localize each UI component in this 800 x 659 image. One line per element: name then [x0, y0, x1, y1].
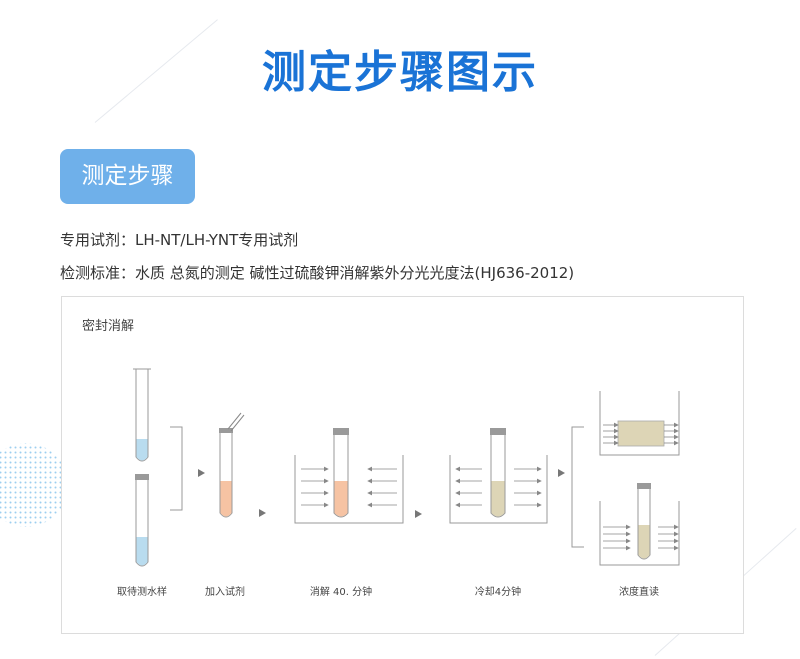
step-label-cooling: 冷却4分钟	[475, 585, 521, 598]
cuvette-reading	[599, 391, 680, 456]
step-label-reagent: 加入试剂	[205, 585, 245, 598]
section-badge: 测定步骤	[60, 149, 195, 204]
sample-tube-top	[133, 368, 151, 462]
reagent-tube	[219, 412, 245, 518]
group-bracket	[170, 426, 183, 511]
step-arrow	[415, 510, 422, 518]
page-title: 测定步骤图示	[262, 47, 538, 98]
reagent-line: 专用试剂：LH-NT/LH-YNT专用试剂	[60, 231, 299, 249]
step-label-reading: 浓度直读	[619, 585, 659, 598]
procedure-panel: 密封消解	[61, 296, 744, 634]
procedure-diagram: 取待测水样 加入试剂 消解 40. 分钟 冷却4分钟 浓度直读	[117, 368, 680, 598]
group-bracket	[571, 426, 584, 548]
digestion-bath	[294, 455, 404, 524]
standard-line: 检测标准：水质 总氮的测定 碱性过硫酸钾消解紫外分光光度法(HJ636-2012…	[60, 264, 575, 282]
sample-tube-bottom	[135, 474, 149, 567]
panel-title: 密封消解	[82, 319, 135, 334]
cooling-tube	[490, 428, 506, 518]
step-label-sample: 取待测水样	[117, 585, 167, 598]
step-arrow	[259, 509, 266, 517]
tube-reading	[599, 483, 680, 566]
cooling-bath	[449, 455, 548, 524]
step-label-digestion: 消解 40. 分钟	[310, 585, 372, 598]
dotted-circle-decoration	[0, 443, 68, 527]
digestion-tube	[333, 428, 349, 518]
step-arrow	[198, 469, 205, 477]
step-arrow	[558, 469, 565, 477]
